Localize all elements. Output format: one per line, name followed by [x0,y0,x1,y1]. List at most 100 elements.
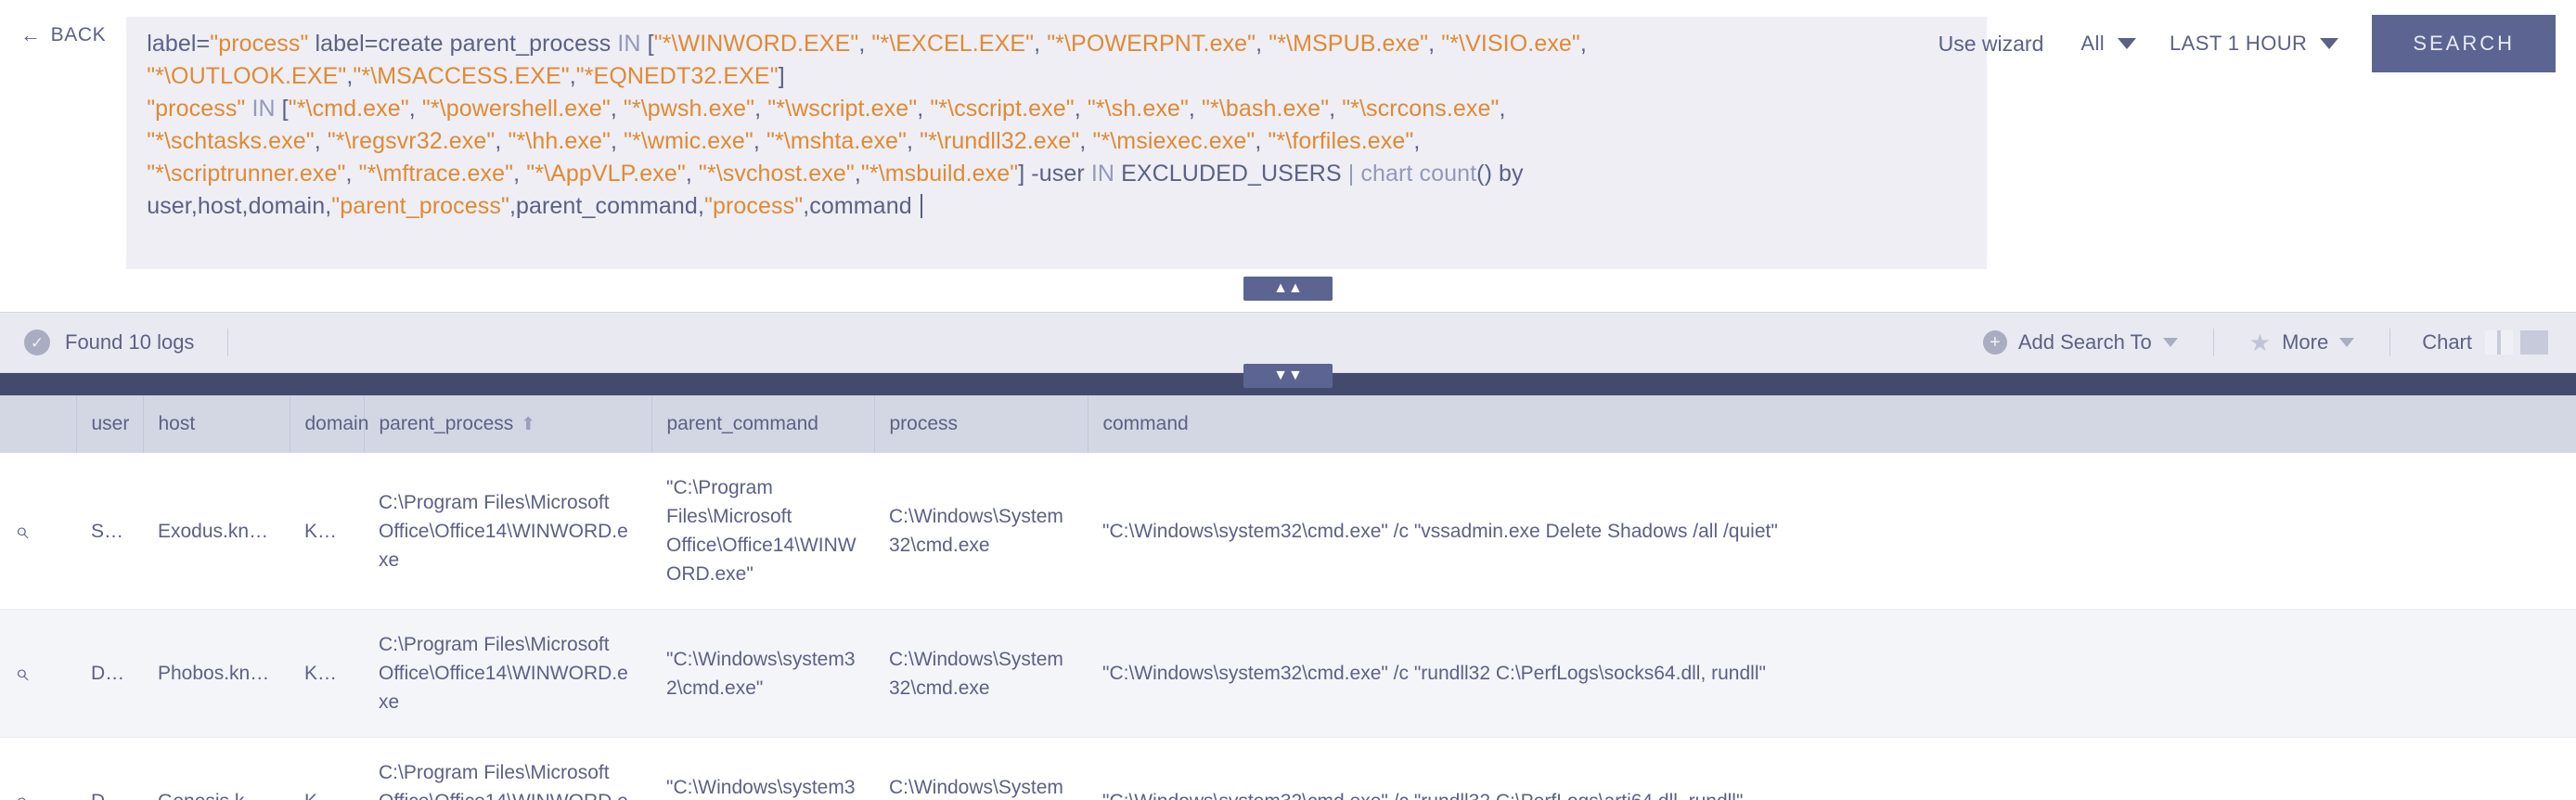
query-token: , [1079,128,1093,154]
query-token: "*\msbuild.exe" [860,161,1019,187]
cell-domain: KNOW… [290,609,364,738]
cell-command: "C:\Windows\system32\cmd.exe" /c "rundll… [1088,737,2576,800]
cell-command: "C:\Windows\system32\cmd.exe" /c "vssadm… [1088,453,2576,610]
query-token: "*\cmd.exe" [288,96,409,122]
query-token: , [1188,96,1203,122]
column-header-parent-command[interactable]: parent_command [651,395,875,453]
cell-domain: KNOW… [290,453,364,610]
scope-dropdown-label: All [2080,32,2106,55]
panel-divider: ▼▼ [0,364,2576,395]
query-token: IN [1090,161,1115,187]
column-header-user[interactable]: user [76,395,144,453]
table-header: user host domain parent_process⬆ parent_… [0,395,2576,453]
cell-host: Genesis.knowledge… [143,737,290,800]
sort-ascending-icon: ⬆ [521,415,536,434]
full-view-icon[interactable] [2520,330,2548,355]
query-text[interactable]: label= "process" label=create parent_proc… [147,28,1970,223]
use-wizard-button[interactable]: Use wizard [1938,31,2044,56]
add-search-to-button[interactable]: + Add Search To [1966,323,2195,362]
column-header-parent-process[interactable]: parent_process⬆ [364,395,652,453]
collapse-query-handle[interactable]: ▲▲ [1243,277,1333,301]
query-token: , [1329,96,1343,122]
expand-results-handle[interactable]: ▼▼ [1243,364,1333,388]
time-range-dropdown[interactable]: LAST 1 HOUR [2153,22,2355,65]
query-token: , [610,96,624,122]
query-token: "*\sh.exe" [1087,96,1189,122]
results-status-bar: ✓ Found 10 logs + Add Search To ★ More C… [0,312,2576,373]
chevron-down-icon [2339,338,2355,347]
query-token: , [1413,128,1421,154]
text-cursor [920,194,922,218]
check-circle-icon: ✓ [24,329,50,355]
column-header-host[interactable]: host [143,395,290,453]
view-mode-group [2485,330,2554,355]
found-logs-label: Found 10 logs [65,330,195,354]
query-token: , [346,63,354,89]
plus-circle-icon: + [1982,330,2007,355]
add-search-to-label: Add Search To [2017,330,2152,354]
scope-dropdown[interactable]: All [2064,22,2153,65]
query-token: , [1428,31,1442,57]
query-token: label= [147,31,211,57]
query-token: () by [1476,161,1524,187]
query-token: "*\wscript.exe" [767,96,918,122]
cell-parent-command: "C:\Windows\system32\cmd.exe" [651,609,874,738]
query-token: [ [640,31,654,57]
row-inspect-cell[interactable]: ⌕ [0,453,76,610]
query-token: "*\cscript.exe" [930,96,1075,122]
query-toolbar: Use wizard All LAST 1 HOUR SEARCH [1918,15,2556,72]
query-token: "*\schtasks.exe" [147,128,315,154]
cell-parent-process: C:\Program Files\Microsoft Office\Office… [364,609,651,738]
table-row[interactable]: ⌕Dam…Phobos.knowledge…KNOW…C:\Program Fi… [0,609,2576,738]
query-token: "*\EXCEL.EXE" [871,31,1035,57]
query-token: "*\POWERPNT.exe" [1047,31,1256,57]
row-inspect-cell[interactable]: ⌕ [0,609,76,738]
query-token: "*\MSPUB.exe" [1269,31,1429,57]
magnifier-icon[interactable]: ⌕ [15,786,29,800]
query-token: ,command [803,193,919,219]
query-token: , [1256,31,1269,57]
query-token: user,host,domain, [147,193,332,219]
cell-process: C:\Windows\System32\cmd.exe [874,609,1088,738]
query-token: EXCLUDED_USERS [1114,161,1348,187]
back-button[interactable]: ← BACK [0,17,119,54]
query-token: [ [275,96,289,122]
query-token: "*\svchost.exe" [698,161,855,187]
split-view-icon[interactable] [2485,330,2513,355]
cell-domain: KNOW… [290,737,364,800]
star-icon: ★ [2248,329,2272,356]
query-token: , [1499,96,1506,122]
divider [227,329,229,356]
cell-user: Dam… [76,737,143,800]
query-token: label=create parent_process [308,31,618,57]
cell-command: "C:\Windows\system32\cmd.exe" /c "rundll… [1088,609,2576,738]
cell-process: C:\Windows\System32\cmd.exe [874,453,1088,610]
column-header-process[interactable]: process [874,395,1088,453]
time-range-label: LAST 1 HOUR [2170,32,2308,55]
query-token: "*\scrcons.exe" [1342,96,1500,122]
column-header-domain[interactable]: domain [290,395,368,453]
query-token: , [495,128,509,154]
query-bar: ← BACK label= "process" label=create pare… [0,0,2576,301]
query-token: "*\scriptrunner.exe" [147,161,346,187]
search-button[interactable]: SEARCH [2372,15,2556,72]
query-token: "*\wmic.exe" [624,128,753,154]
column-header-command[interactable]: command [1088,395,2576,453]
query-token: , [858,31,872,57]
query-token: "*\VISIO.exe" [1441,31,1580,57]
row-inspect-cell[interactable]: ⌕ [0,737,76,800]
query-input[interactable]: label= "process" label=create parent_proc… [126,17,1988,269]
table-row[interactable]: ⌕ Dam…Genesis.knowledge…KNOW…C:\Program F… [0,737,2576,800]
query-token: ] -user [1018,161,1091,187]
query-token: "*\pwsh.exe" [623,96,755,122]
query-token: ] [778,63,785,89]
cell-parent-process: C:\Program Files\Microsoft Office\Office… [364,737,651,800]
query-token: "*EQNEDT32.EXE" [575,63,779,89]
magnifier-icon[interactable]: ⌕ [15,658,29,686]
magnifier-icon[interactable]: ⌕ [15,515,29,544]
query-token: "process" [147,96,246,122]
divider [2212,329,2214,356]
more-button[interactable]: ★ More [2233,323,2371,362]
